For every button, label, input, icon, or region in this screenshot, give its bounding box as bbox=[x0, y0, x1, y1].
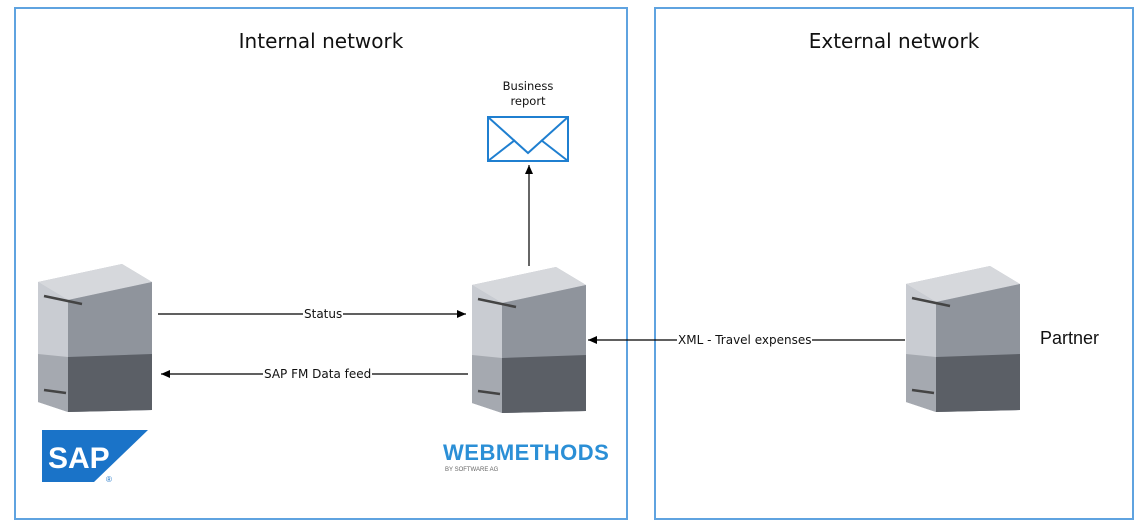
partner-server-icon bbox=[906, 266, 1020, 412]
sap-logo-text: SAP bbox=[48, 442, 110, 475]
webmethods-logo: WEBMETHODS BY SOFTWARE AG bbox=[443, 440, 613, 476]
sap-server-icon bbox=[38, 264, 152, 412]
business-report-caption: Business report bbox=[478, 79, 578, 109]
external-network-panel: External network bbox=[654, 7, 1134, 520]
envelope-icon bbox=[487, 116, 569, 162]
internal-network-panel: Internal network bbox=[14, 7, 628, 520]
status-label: Status bbox=[303, 307, 344, 321]
webmethods-logo-text: WEBMETHODS bbox=[443, 440, 610, 465]
webmethods-logo-subtitle: BY SOFTWARE AG bbox=[445, 467, 499, 473]
webmethods-server-icon bbox=[472, 267, 586, 413]
xml-label: XML - Travel expenses bbox=[677, 333, 813, 347]
sap-logo-registered: ® bbox=[106, 475, 112, 484]
business-report-line2: report bbox=[510, 94, 546, 108]
external-network-title: External network bbox=[808, 29, 980, 53]
partner-label: Partner bbox=[1040, 328, 1100, 348]
business-report-line1: Business bbox=[502, 79, 554, 93]
sap-logo: SAP ® bbox=[42, 430, 148, 484]
internal-network-title: Internal network bbox=[238, 29, 404, 53]
sap-feed-label: SAP FM Data feed bbox=[263, 367, 373, 381]
